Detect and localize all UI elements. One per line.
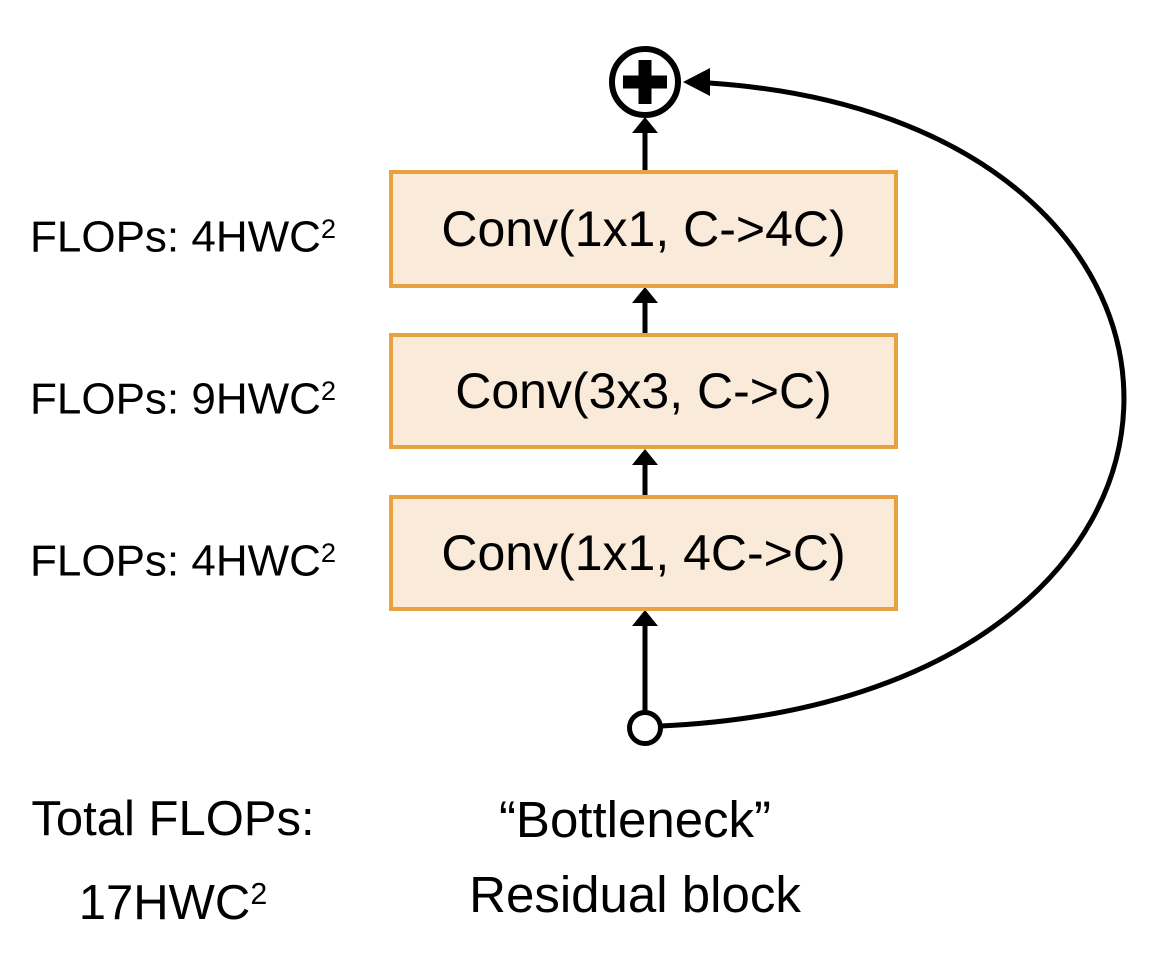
skip-connection-curve — [660, 80, 1127, 729]
flops-label-2-text: FLOPs: 9HWC — [30, 374, 321, 424]
conv-block-1-label: Conv(1x1, C->4C) — [441, 201, 846, 257]
total-flops-value: 17HWC — [78, 876, 251, 931]
conv-block-3-label: Conv(1x1, 4C->C) — [441, 525, 846, 581]
flops-label-1-sup: 2 — [320, 213, 337, 244]
conv-block-3x3: Conv(3x3, C->C) — [389, 333, 898, 449]
flops-label-1-text: FLOPs: 4HWC — [30, 212, 321, 262]
flops-label-3-sup: 2 — [320, 537, 337, 568]
block-name-caption: “Bottleneck” Residual block — [425, 782, 845, 932]
total-flops-line2: 17HWC2 — [28, 857, 318, 941]
block-name-line1: “Bottleneck” — [498, 791, 772, 848]
block-name-line2: Residual block — [469, 866, 801, 923]
arrow-box2-to-box1-head-icon — [632, 287, 658, 303]
conv-block-2-label: Conv(3x3, C->C) — [455, 363, 832, 419]
flops-label-2-sup: 2 — [320, 375, 337, 406]
conv-block-1x1-reduce: Conv(1x1, 4C->C) — [389, 495, 898, 611]
conv-block-1x1-expand: Conv(1x1, C->4C) — [389, 170, 898, 288]
total-flops-caption: Total FLOPs: 17HWC2 — [28, 782, 318, 941]
arrow-input-to-box3-head-icon — [632, 610, 658, 626]
flops-label-3-text: FLOPs: 4HWC — [30, 536, 321, 586]
total-flops-value-sup: 2 — [250, 877, 268, 911]
flops-label-1: FLOPs: 4HWC2 — [30, 203, 336, 264]
input-node-circle — [627, 710, 663, 746]
arrow-box3-to-box2-head-icon — [632, 449, 658, 465]
skip-connection-arrowhead-icon — [683, 68, 710, 96]
flops-label-2: FLOPs: 9HWC2 — [30, 365, 336, 426]
arrow-box1-to-add-head-icon — [632, 117, 658, 133]
flops-label-3: FLOPs: 4HWC2 — [30, 527, 336, 588]
total-flops-line1: Total FLOPs: — [31, 792, 315, 846]
